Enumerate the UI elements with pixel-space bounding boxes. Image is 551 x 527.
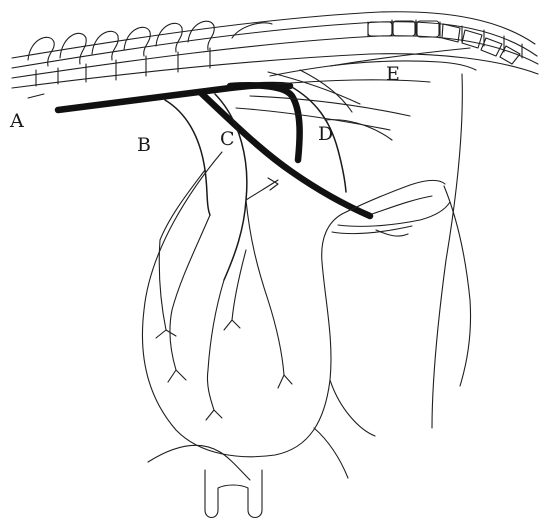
spine [12,12,538,88]
label-b: B [137,134,151,156]
branch-b [160,100,210,240]
main-artery-a [58,85,370,216]
label-d: D [318,123,333,145]
label-a-tick [28,94,44,98]
label-c: C [220,128,235,150]
udder-outline [142,74,470,518]
label-e: E [386,63,400,85]
branch-d [290,86,392,192]
label-a: A [9,110,24,132]
branch-c [215,94,278,280]
